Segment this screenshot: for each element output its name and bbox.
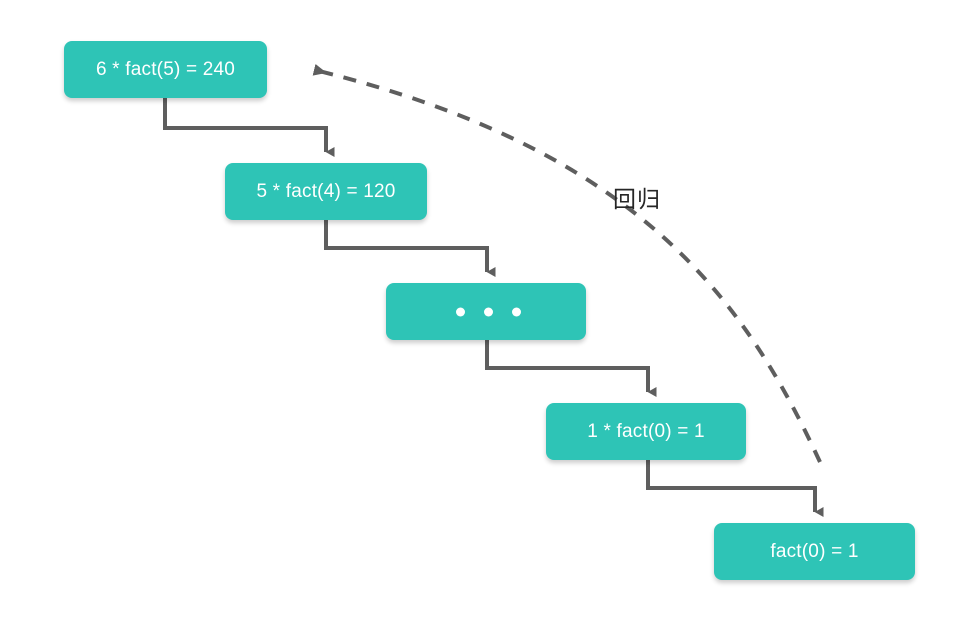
dot-icon: [456, 307, 465, 316]
return-arc-label: 回归: [613, 186, 661, 212]
node-label: 5 * fact(4) = 120: [256, 181, 396, 202]
edge-n4-n5: [646, 460, 817, 512]
node-fact0-base[interactable]: fact(0) = 1: [714, 523, 915, 580]
dot-icon: [484, 307, 493, 316]
edge-return-arc: [312, 63, 822, 463]
edge-n2-n3: [324, 220, 496, 277]
node-label: fact(0) = 1: [770, 541, 859, 562]
node-ellipsis[interactable]: [386, 283, 586, 340]
edge-n1-n2: [163, 98, 335, 157]
node-fact5[interactable]: 6 * fact(5) = 240: [64, 41, 267, 98]
dot-icon: [512, 307, 521, 316]
node-label: 1 * fact(0) = 1: [587, 421, 705, 442]
node-fact4[interactable]: 5 * fact(4) = 120: [225, 163, 427, 220]
ellipsis-icon: [456, 307, 521, 316]
node-label: 6 * fact(5) = 240: [95, 59, 236, 80]
node-fact0-mul[interactable]: 1 * fact(0) = 1: [546, 403, 746, 460]
edge-n3-n4: [485, 340, 657, 397]
